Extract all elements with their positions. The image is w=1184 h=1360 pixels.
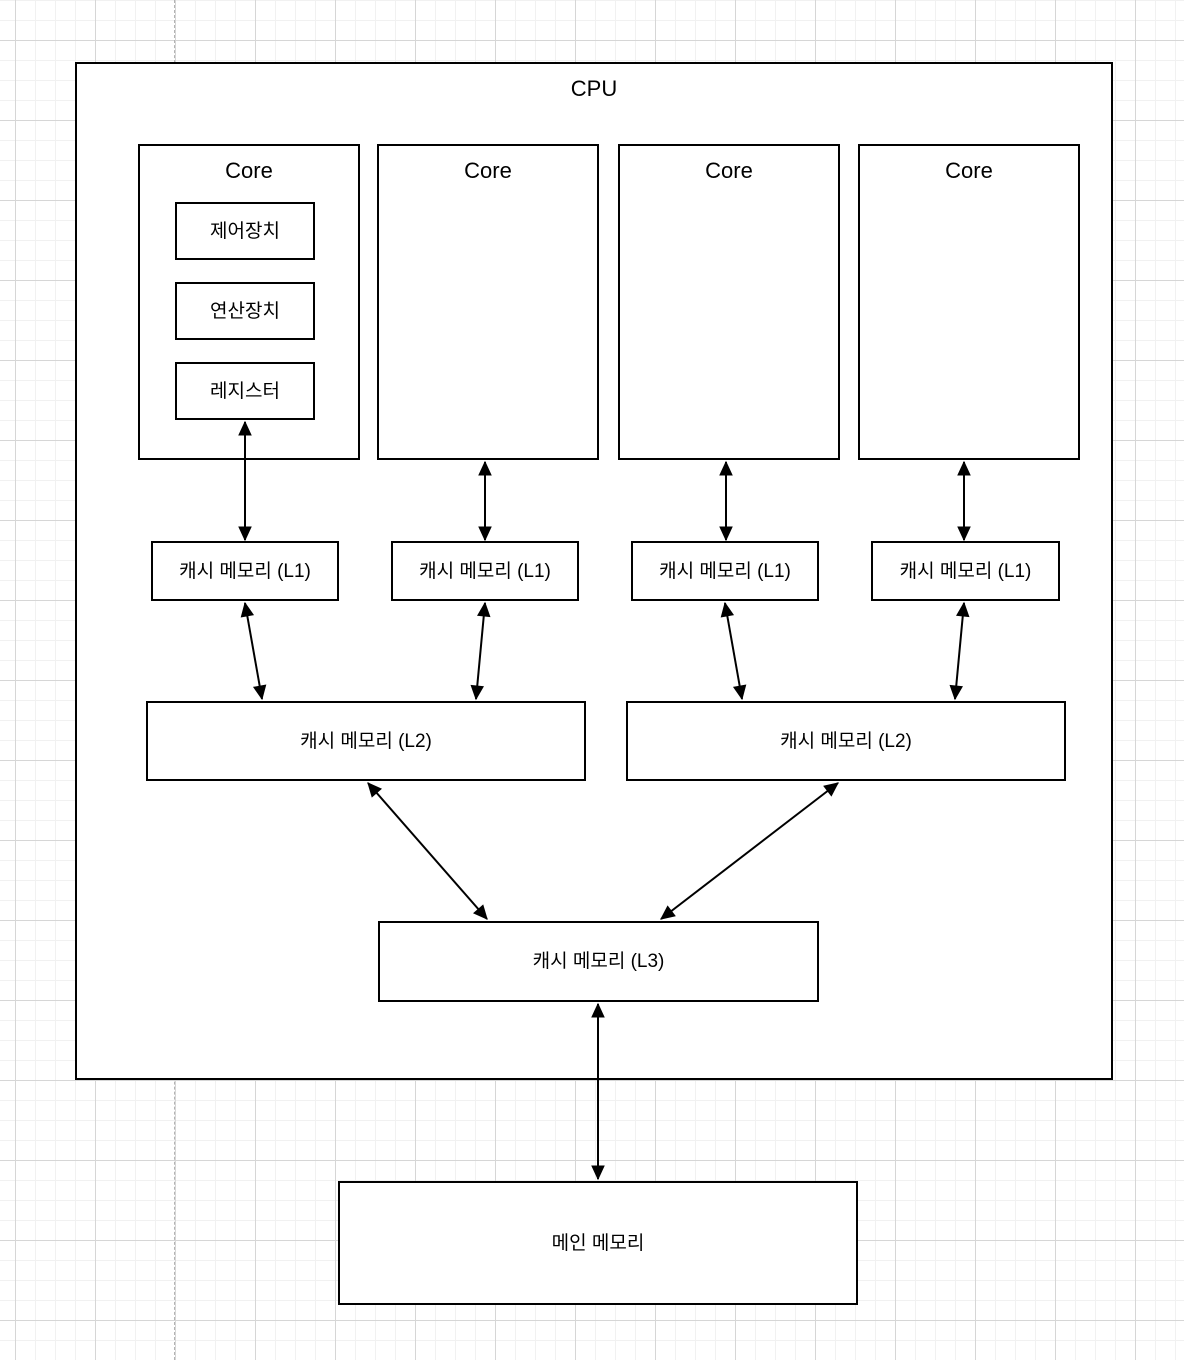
alu-label: 연산장치 — [210, 300, 280, 322]
cpu-label: CPU — [570, 76, 618, 101]
core-label: Core — [225, 158, 273, 183]
l1-cache-label: 캐시 메모리 (L1) — [179, 560, 311, 582]
l3-cache-box[interactable]: 캐시 메모리 (L3) — [378, 921, 819, 1002]
alu-box[interactable]: 연산장치 — [175, 282, 315, 340]
l1-cache-label: 캐시 메모리 (L1) — [419, 560, 551, 582]
core-label: Core — [705, 158, 753, 183]
control-unit-label: 제어장치 — [210, 220, 280, 242]
register-box[interactable]: 레지스터 — [175, 362, 315, 420]
l1-cache-box-3[interactable]: 캐시 메모리 (L1) — [631, 541, 819, 601]
main-memory-label: 메인 메모리 — [551, 1232, 645, 1254]
core-label: Core — [945, 158, 993, 183]
l2-cache-label: 캐시 메모리 (L2) — [300, 730, 432, 752]
core-label: Core — [464, 158, 512, 183]
core-box-4[interactable]: Core — [858, 144, 1080, 460]
l3-cache-label: 캐시 메모리 (L3) — [532, 951, 665, 972]
main-memory-box[interactable]: 메인 메모리 — [338, 1181, 858, 1305]
l1-cache-box-2[interactable]: 캐시 메모리 (L1) — [391, 541, 579, 601]
l1-cache-box-4[interactable]: 캐시 메모리 (L1) — [871, 541, 1060, 601]
l1-cache-label: 캐시 메모리 (L1) — [899, 560, 1032, 582]
l2-cache-box-2[interactable]: 캐시 메모리 (L2) — [626, 701, 1066, 781]
control-unit-box[interactable]: 제어장치 — [175, 202, 315, 260]
l2-cache-label: 캐시 메모리 (L2) — [780, 730, 912, 752]
l2-cache-box-1[interactable]: 캐시 메모리 (L2) — [146, 701, 586, 781]
register-label: 레지스터 — [210, 380, 280, 402]
core-box-2[interactable]: Core — [377, 144, 599, 460]
core-box-3[interactable]: Core — [618, 144, 840, 460]
l1-cache-label: 캐시 메모리 (L1) — [659, 560, 791, 582]
l1-cache-box-1[interactable]: 캐시 메모리 (L1) — [151, 541, 339, 601]
